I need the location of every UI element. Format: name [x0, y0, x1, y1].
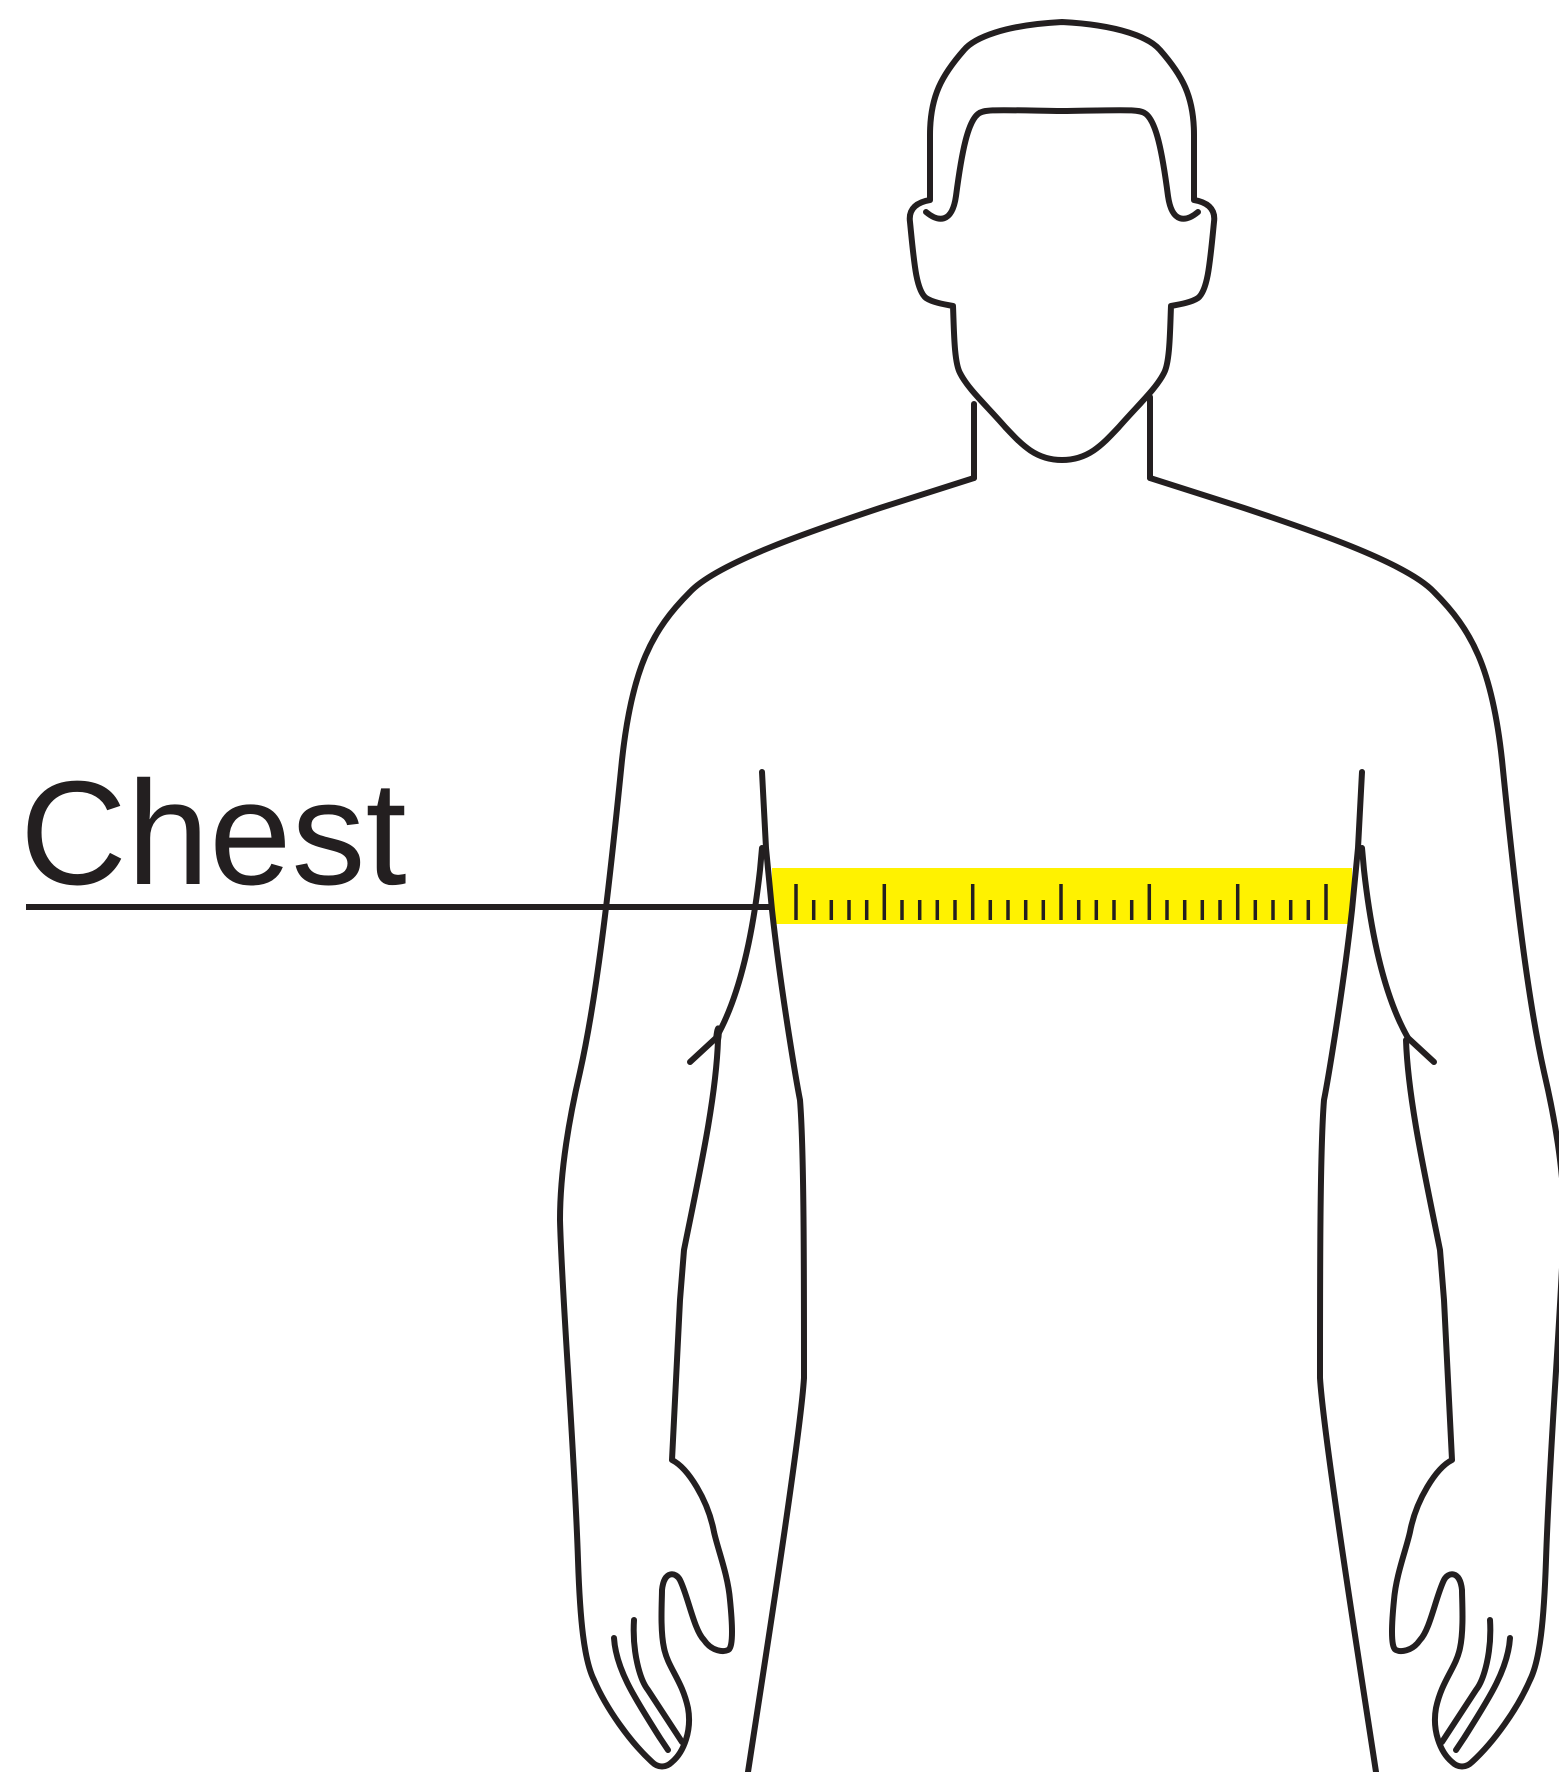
chest-label: Chest: [20, 751, 407, 916]
body-outline: [560, 397, 1559, 1772]
head-outline: [910, 22, 1215, 460]
chest-label-group: Chest: [20, 751, 772, 916]
